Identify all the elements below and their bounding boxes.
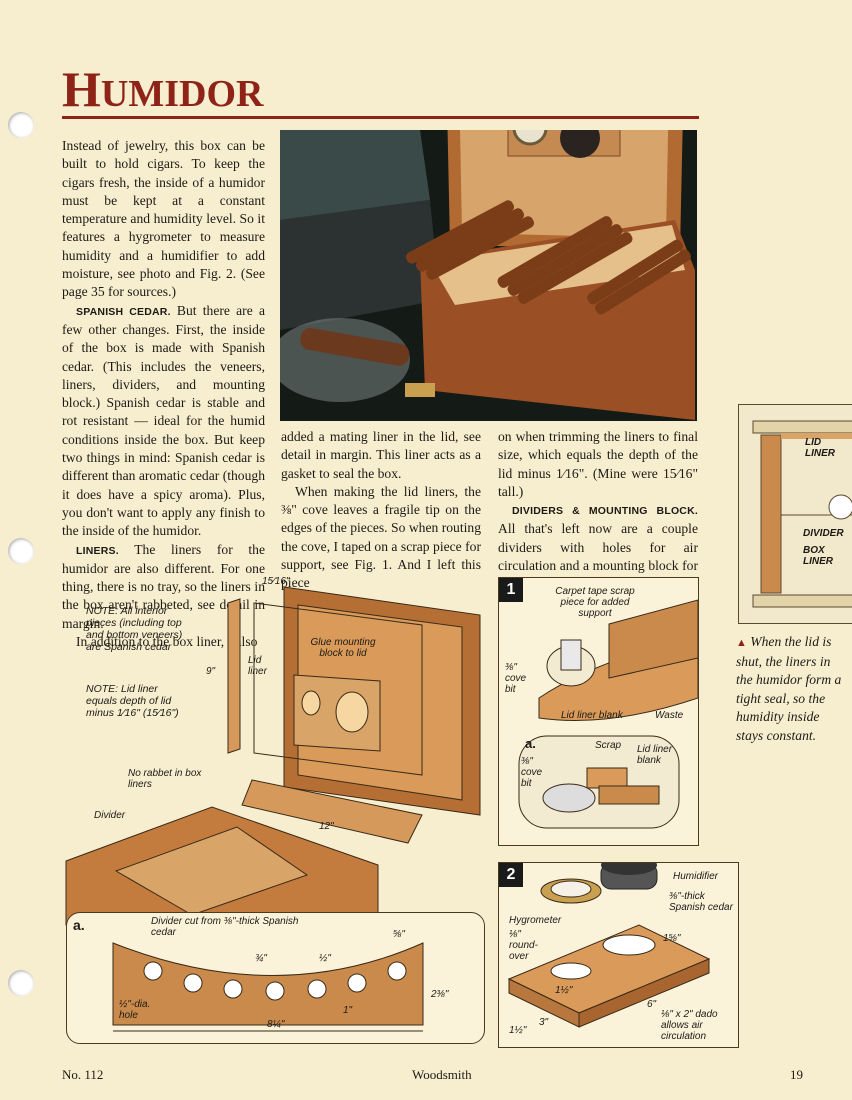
paragraph: added a mating liner in the lid, see det… bbox=[281, 429, 481, 481]
paragraph: When making the lid liners, the ⅜" cove … bbox=[281, 483, 481, 591]
paragraph: Instead of jewelry, this box can be buil… bbox=[62, 138, 265, 300]
dim-label: ½" bbox=[319, 953, 331, 964]
hygrometer-label: Hygrometer bbox=[509, 915, 562, 926]
divider-label: DIVIDER bbox=[803, 528, 844, 539]
figure-1: 1 Carpet tape scrap piece for added supp… bbox=[498, 577, 699, 846]
dim-label: 8¼" bbox=[267, 1019, 285, 1030]
subhead-liners: LINERS. bbox=[76, 544, 119, 557]
body-column-1: Instead of jewelry, this box can be buil… bbox=[62, 137, 265, 651]
subhead-dividers: DIVIDERS & MOUNTING BLOCK. bbox=[512, 505, 698, 518]
detail-a-label: a. bbox=[73, 917, 85, 933]
dim-label: 15⁄16" bbox=[262, 576, 290, 587]
paragraph: on when trimming the liners to final siz… bbox=[498, 429, 698, 499]
dim-label: 9" bbox=[206, 666, 216, 677]
dim-label: 1⅝" bbox=[663, 933, 681, 944]
dim-label: ¾" bbox=[255, 953, 267, 964]
glue-label: Glue mounting block to lid bbox=[310, 637, 376, 659]
cove-bit-label: ⅜" cove bit bbox=[505, 662, 527, 695]
note-lid-liner: NOTE: Lid liner equals depth of lid minu… bbox=[86, 683, 179, 719]
margin-caption: ▲ When the lid is shut, the liners in th… bbox=[736, 634, 842, 743]
scrap-label: Scrap bbox=[595, 740, 622, 751]
issue-number: No. 112 bbox=[62, 1067, 104, 1082]
dim-label: 1" bbox=[343, 1005, 353, 1016]
paragraph: SPANISH CEDAR. But there are a few other… bbox=[62, 302, 265, 539]
figure-2: 2 Humidifier ⅜"-thick Spanish cedar Hygr… bbox=[498, 862, 739, 1048]
page-number: 19 bbox=[790, 1067, 803, 1082]
box-liner-label: BOX LINER bbox=[803, 545, 833, 567]
humidor-photo bbox=[280, 130, 697, 421]
carpet-tape-label: Carpet tape scrap piece for added suppor… bbox=[555, 586, 635, 619]
margin-cross-section: LID LINER DIVIDER BOX LINER bbox=[738, 404, 852, 624]
lid-liner-label: LID LINER bbox=[805, 437, 835, 459]
title-rule bbox=[62, 116, 699, 119]
dim-label: 6" bbox=[647, 999, 657, 1010]
no-rabbet-label: No rabbet in box liners bbox=[128, 768, 202, 790]
note-interior: NOTE: All interior pieces (including top… bbox=[86, 605, 183, 653]
detail-title: Divider cut from ⅜"-thick Spanish cedar bbox=[151, 916, 299, 938]
body-column-2: added a mating liner in the lid, see det… bbox=[281, 428, 481, 593]
triangle-icon: ▲ bbox=[736, 637, 747, 649]
paragraph: LINERS. The liners for the humidor are a… bbox=[62, 541, 265, 631]
humidifier-label: Humidifier bbox=[673, 871, 719, 882]
dim-label: 12" bbox=[319, 821, 334, 832]
binder-hole bbox=[8, 112, 34, 138]
lid-liner-label: Lid liner bbox=[248, 655, 267, 677]
dim-label: 3" bbox=[539, 1017, 549, 1028]
detail-a-divider: a. Divider cut from ⅜"-thick Spanish ced… bbox=[66, 912, 485, 1044]
hole-label: ½"-dia. hole bbox=[119, 999, 151, 1021]
roundover-label: ⅛" round-over bbox=[509, 929, 538, 962]
exploded-drawing: NOTE: All interior pieces (including top… bbox=[62, 575, 487, 1045]
dim-label: 2⅜" bbox=[431, 989, 449, 1000]
thickness-label: ⅜"-thick Spanish cedar bbox=[669, 891, 733, 913]
binder-hole bbox=[8, 970, 34, 996]
cove-bit-label: ⅜" cove bit bbox=[521, 756, 543, 789]
page-title: HUMIDOR bbox=[62, 61, 264, 117]
dim-label: 1½" bbox=[509, 1025, 527, 1036]
dim-label: ⅝" bbox=[393, 929, 405, 940]
detail-a-label: a. bbox=[525, 736, 536, 751]
waste-label: Waste bbox=[655, 710, 684, 721]
magazine-name: Woodsmith bbox=[412, 1067, 472, 1082]
figure-number: 1 bbox=[499, 578, 523, 602]
subhead-spanish-cedar: SPANISH CEDAR. bbox=[76, 305, 171, 318]
lid-liner-blank-label: Lid liner blank bbox=[637, 744, 673, 766]
dim-label: 1½" bbox=[555, 985, 573, 996]
figure-number: 2 bbox=[499, 863, 523, 887]
paragraph: In addition to the box liner, I also bbox=[76, 634, 258, 650]
divider-label: Divider bbox=[94, 810, 126, 821]
binder-hole bbox=[8, 538, 34, 564]
blank-label: Lid liner blank bbox=[561, 710, 623, 721]
dado-label: ⅛" x 2" dado allows air circulation bbox=[661, 1009, 718, 1042]
